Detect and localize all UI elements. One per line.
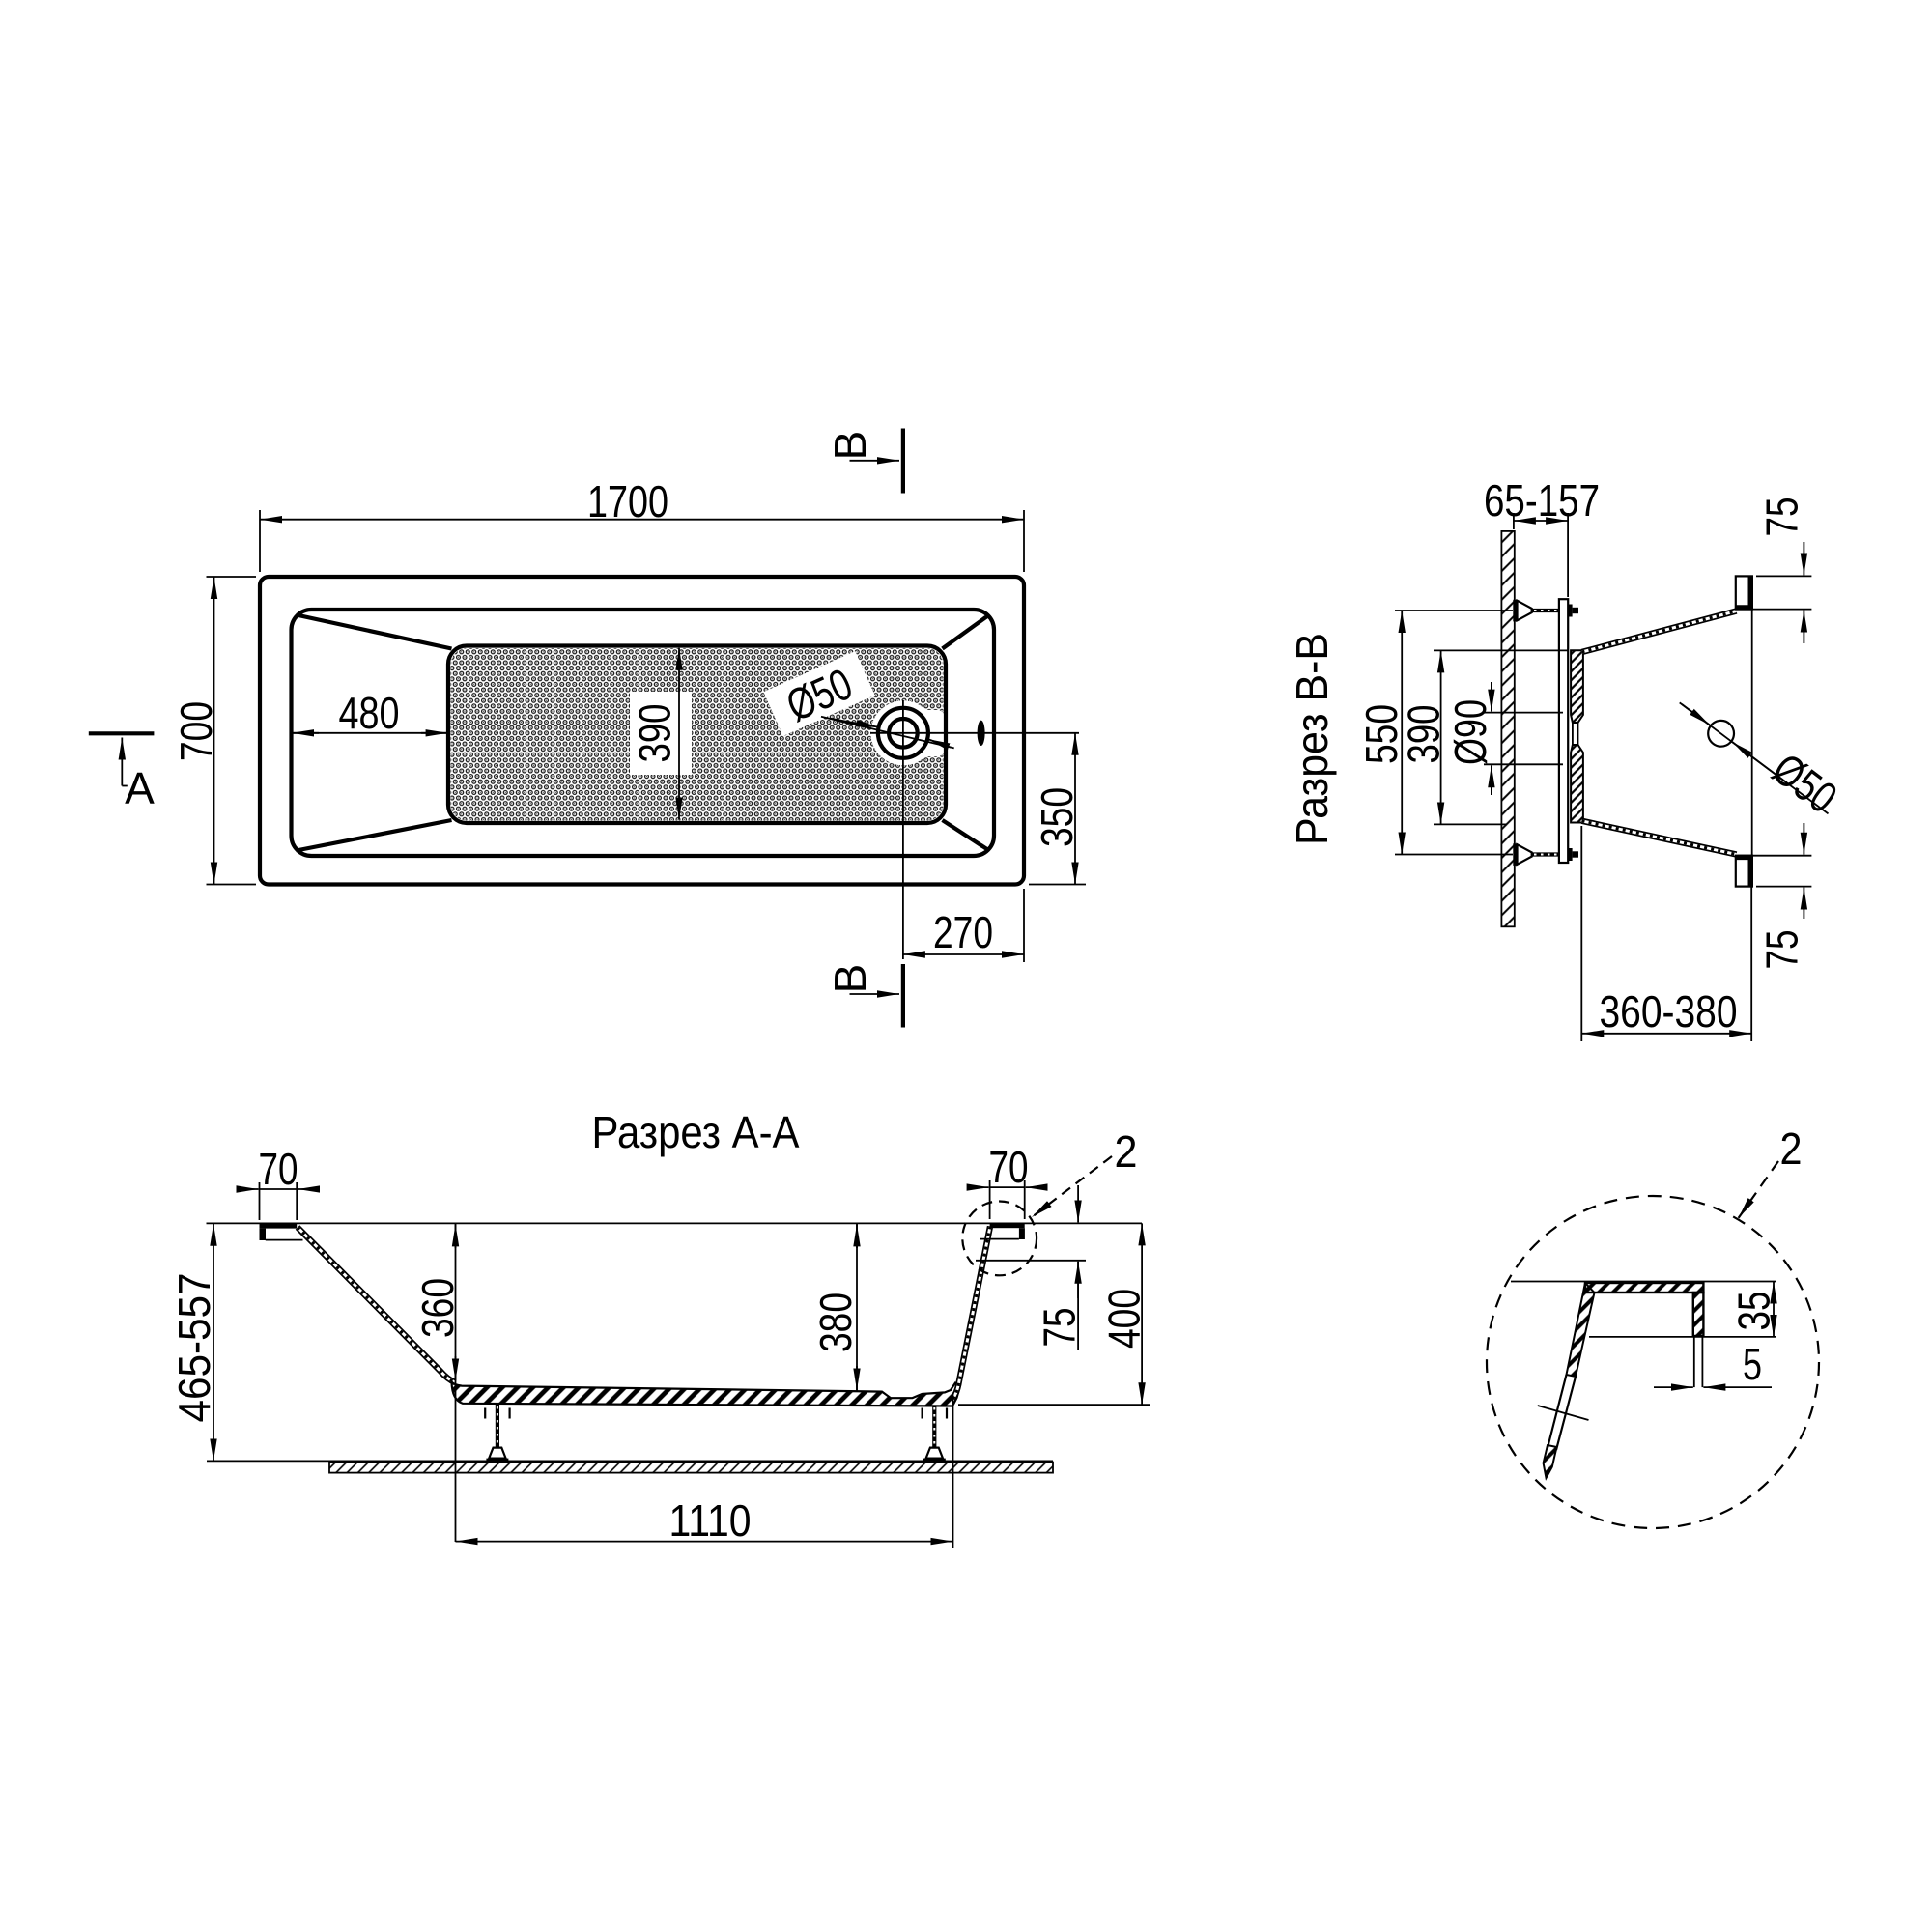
svg-text:390: 390 [630, 704, 680, 763]
svg-text:65-157: 65-157 [1484, 475, 1600, 526]
svg-text:700: 700 [171, 701, 221, 761]
svg-text:В: В [825, 431, 875, 461]
svg-text:Ø90: Ø90 [1445, 699, 1495, 765]
svg-text:2: 2 [1780, 1123, 1803, 1174]
svg-text:Разрез В-В: Разрез В-В [1287, 633, 1337, 845]
svg-text:75: 75 [1757, 497, 1807, 537]
svg-text:1700: 1700 [587, 476, 668, 526]
svg-text:Разрез А-А: Разрез А-А [592, 1107, 800, 1157]
svg-text:480: 480 [339, 688, 400, 738]
svg-text:В: В [825, 964, 875, 994]
svg-text:390: 390 [1399, 705, 1449, 764]
svg-text:550: 550 [1356, 704, 1406, 764]
svg-text:А: А [125, 763, 155, 813]
svg-text:400: 400 [1099, 1289, 1150, 1349]
svg-text:5: 5 [1743, 1339, 1762, 1389]
svg-text:465-557: 465-557 [169, 1273, 219, 1423]
svg-text:1110: 1110 [669, 1495, 752, 1546]
svg-text:2: 2 [1115, 1126, 1138, 1177]
svg-text:360: 360 [412, 1278, 463, 1338]
svg-text:350: 350 [1032, 787, 1082, 847]
svg-text:75: 75 [1035, 1308, 1085, 1348]
svg-text:35: 35 [1729, 1292, 1779, 1331]
svg-text:360-380: 360-380 [1600, 986, 1738, 1037]
svg-text:70: 70 [259, 1144, 298, 1194]
svg-text:75: 75 [1757, 930, 1807, 970]
svg-text:70: 70 [989, 1142, 1029, 1192]
svg-text:380: 380 [810, 1293, 861, 1352]
svg-text:270: 270 [933, 907, 993, 957]
